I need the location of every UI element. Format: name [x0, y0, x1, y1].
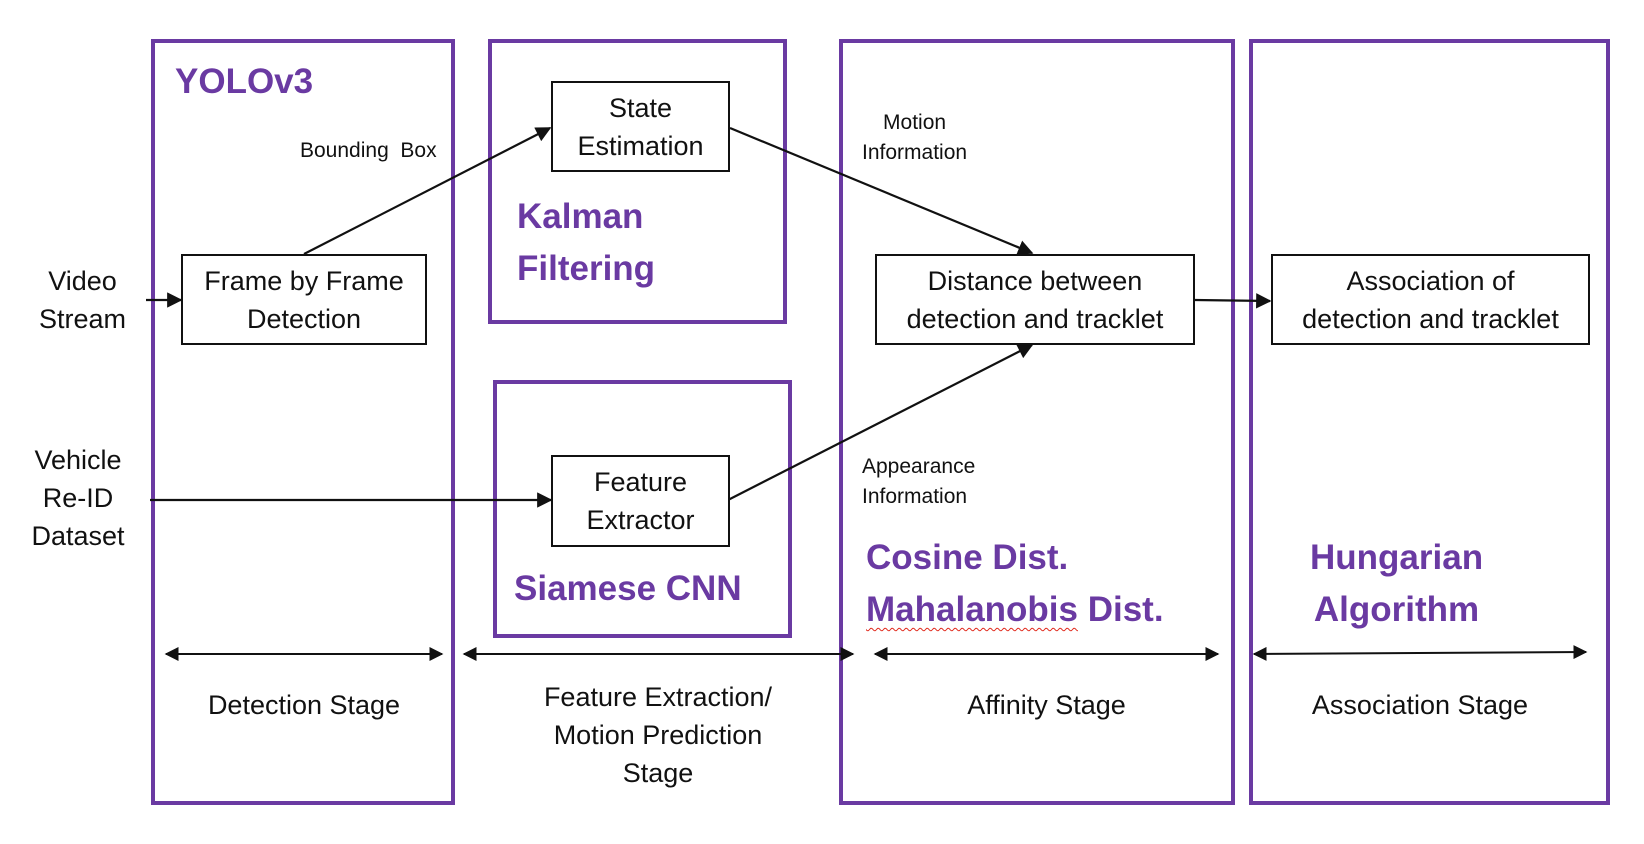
association-stage-label: Association Stage	[1311, 690, 1529, 720]
kalman-line2: Filtering	[517, 249, 656, 288]
hungarian-line2: Algorithm	[1313, 590, 1480, 629]
feature-stage-line3: Stage	[622, 758, 694, 788]
state-estimation-box: State Estimation	[551, 81, 730, 172]
feature-extractor-line2: Extractor	[586, 505, 695, 535]
appearance-info-line1: Appearance	[862, 455, 976, 478]
siamese-module-frame	[493, 380, 792, 638]
distance-box: Distance between detection and tracklet	[875, 254, 1195, 345]
reid-label-line2: Re-ID	[42, 483, 114, 513]
affinity-module-frame	[839, 39, 1235, 805]
feature-extractor-line1: Feature	[593, 467, 688, 497]
distance-to-association-arrow	[1194, 293, 1272, 309]
feature-to-distance-arrow	[727, 344, 1034, 501]
frame-detection-box: Frame by Frame Detection	[181, 254, 427, 345]
motion-information-edge-label: Motion Information	[862, 108, 967, 168]
reid-label-line3: Dataset	[31, 521, 125, 551]
hungarian-module-frame	[1249, 39, 1610, 805]
association-line2: detection and tracklet	[1302, 303, 1559, 334]
bounding-box-edge-label: Bounding Box	[300, 139, 437, 162]
cosine-dist-label: Cosine Dist.	[866, 538, 1069, 577]
hungarian-line1: Hungarian	[1310, 538, 1484, 577]
frame-detection-line2: Detection	[246, 303, 362, 334]
association-line1: Association of	[1346, 265, 1515, 296]
yolo-module-frame	[151, 39, 455, 805]
appearance-information-edge-label: Appearance Information	[862, 452, 975, 512]
motion-info-line1: Motion	[883, 111, 947, 134]
detection-stage-label: Detection Stage	[207, 690, 401, 720]
mahalanobis-word: Mahalanobis	[866, 590, 1078, 629]
siamese-module-title: Siamese CNN	[514, 569, 742, 608]
affinity-stage-label: Affinity Stage	[967, 690, 1126, 720]
distance-line1: Distance between	[927, 265, 1143, 296]
frame-detection-line1: Frame by Frame	[204, 265, 404, 296]
feature-stage-line2: Motion Prediction	[553, 720, 763, 750]
video-label-line1: Video	[48, 266, 117, 296]
mahalanobis-dist-label: Mahalanobis Dist.	[866, 584, 1164, 636]
affinity-module-title: Cosine Dist. Mahalanobis Dist.	[866, 532, 1164, 636]
kalman-module-title: Kalman Filtering	[517, 191, 655, 295]
reid-dataset-input-label: Vehicle Re-ID Dataset	[12, 441, 144, 555]
kalman-line1: Kalman	[517, 197, 644, 236]
state-estimation-line1: State	[608, 92, 673, 123]
mahalanobis-suffix: Dist.	[1077, 590, 1164, 629]
motion-info-line2: Information	[862, 141, 968, 164]
feature-stage-label: Feature Extraction/ Motion Prediction St…	[500, 678, 816, 792]
feature-stage-line1: Feature Extraction/	[543, 682, 773, 712]
yolo-module-title: YOLOv3	[175, 62, 314, 101]
feature-extractor-box: Feature Extractor	[551, 455, 730, 547]
association-stage-span	[1252, 645, 1588, 661]
distance-line2: detection and tracklet	[906, 303, 1164, 334]
video-label-line2: Stream	[38, 304, 127, 334]
reid-label-line1: Vehicle	[34, 445, 122, 475]
state-to-distance-arrow	[729, 126, 1034, 255]
state-estimation-line2: Estimation	[577, 130, 704, 161]
kalman-module-frame	[488, 39, 787, 324]
detection-to-state-arrow	[303, 127, 552, 255]
association-box: Association of detection and tracklet	[1271, 254, 1590, 345]
appearance-info-line2: Information	[862, 485, 968, 508]
video-stream-input-label: Video Stream	[20, 262, 145, 338]
hungarian-module-title: Hungarian Algorithm	[1310, 532, 1483, 636]
